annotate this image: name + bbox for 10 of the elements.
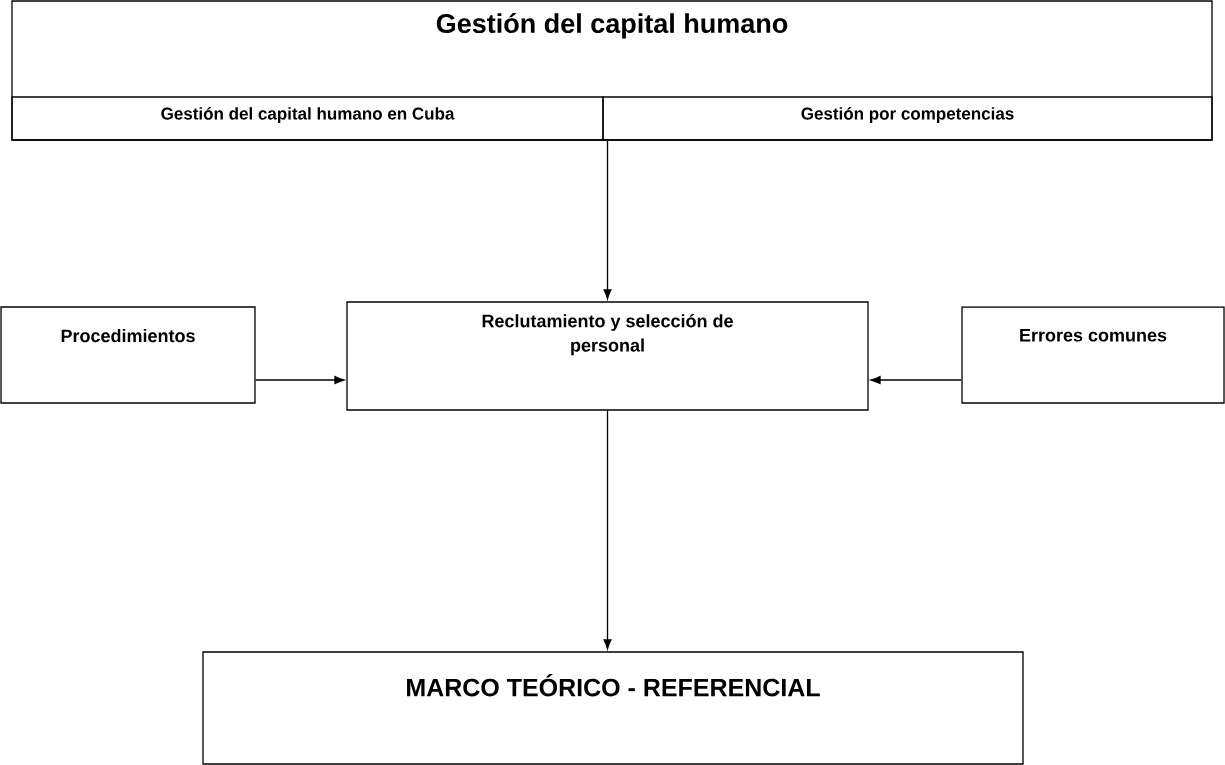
table-cell: Gestión por competencias	[602, 96, 1213, 141]
process-box: Reclutamiento y selección de personal	[346, 301, 869, 411]
arrow	[603, 140, 612, 300]
process-box: Errores comunes	[961, 306, 1225, 404]
arrow	[603, 410, 612, 650]
arrow	[255, 376, 345, 384]
process-box: MARCO TEÓRICO - REFERENCIAL	[202, 651, 1024, 765]
arrow	[870, 376, 962, 384]
table-cell: Gestión del capital humano en Cuba	[11, 96, 604, 141]
process-box: Procedimientos	[0, 306, 256, 404]
